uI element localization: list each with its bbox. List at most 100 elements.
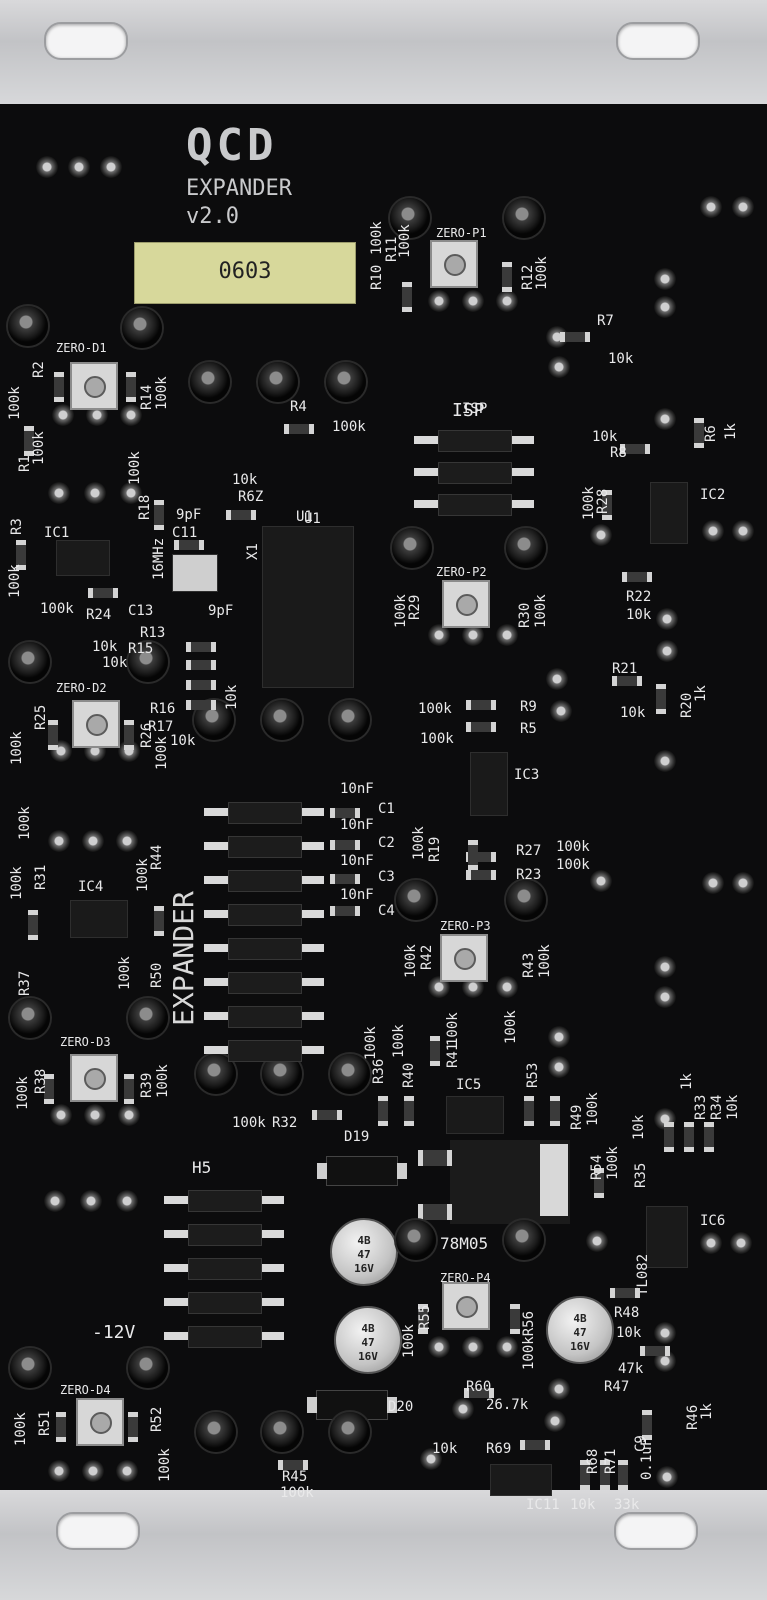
jack-socket[interactable] (128, 642, 168, 682)
silk-label: 100k (15, 1076, 31, 1110)
smd-resistor (48, 720, 58, 750)
jack-socket[interactable] (128, 998, 168, 1038)
isp-header-row[interactable] (414, 430, 534, 452)
power-header-row[interactable] (164, 1258, 284, 1280)
expander-header-row[interactable] (204, 972, 324, 994)
silk-label: D19 (344, 1129, 370, 1145)
solder-pad (82, 1460, 104, 1482)
regulator-tab (540, 1144, 568, 1216)
power-header-row[interactable] (164, 1190, 284, 1212)
silk-label: 10nF (340, 853, 374, 869)
silk-label: 10k (592, 429, 618, 445)
jack-socket[interactable] (10, 642, 50, 682)
solder-pad (116, 1460, 138, 1482)
silk-label: 100k (585, 1092, 601, 1126)
isp-header-row[interactable] (414, 462, 534, 484)
jack-socket[interactable] (506, 880, 546, 920)
silk-label: R32 (272, 1115, 298, 1131)
capacitor-c6: 4B 47 16V (334, 1306, 402, 1374)
jack-socket[interactable] (262, 700, 302, 740)
jack-socket[interactable] (8, 306, 48, 346)
jack-socket[interactable] (330, 700, 370, 740)
trimmer-pot[interactable] (70, 1054, 118, 1102)
header-part (300, 944, 324, 952)
silk-label: IC2 (700, 487, 726, 503)
expander-header-row[interactable] (204, 870, 324, 892)
header-part (300, 1046, 324, 1054)
silk-label: 100k (503, 1010, 519, 1044)
header-part (510, 500, 534, 508)
solder-pad (586, 1230, 608, 1252)
power-header-row[interactable] (164, 1224, 284, 1246)
smd-resistor (404, 1096, 414, 1126)
expander-header-row[interactable] (204, 1006, 324, 1028)
silk-label: ISP (462, 401, 488, 417)
jack-socket[interactable] (506, 528, 546, 568)
jack-socket[interactable] (196, 1412, 236, 1452)
top-mounting-rail (0, 0, 767, 104)
jack-socket[interactable] (330, 1054, 370, 1094)
smd-resistor (226, 510, 256, 520)
silk-label: R51 (37, 1410, 53, 1436)
silk-label: 10k (725, 1094, 741, 1120)
header-part (204, 842, 228, 850)
smd-resistor (28, 910, 38, 940)
power-header-row[interactable] (164, 1326, 284, 1348)
trimmer-pot[interactable] (72, 700, 120, 748)
smd-resistor (594, 1168, 604, 1198)
trimmer-pot[interactable] (76, 1398, 124, 1446)
header-part (414, 468, 438, 476)
silk-label: 100k (127, 451, 143, 485)
solder-pad (50, 1104, 72, 1126)
jack-socket[interactable] (258, 362, 298, 402)
jack-socket[interactable] (128, 1348, 168, 1388)
solder-pad (118, 740, 140, 762)
ic5-chip (446, 1096, 504, 1134)
jack-socket[interactable] (326, 362, 366, 402)
silk-label: 100k (9, 866, 25, 900)
trimmer-pot[interactable] (440, 934, 488, 982)
silk-label: 100k (391, 1024, 407, 1058)
silk-label: 100k (155, 1064, 171, 1098)
jack-socket[interactable] (504, 1220, 544, 1260)
jack-socket[interactable] (262, 1412, 302, 1452)
silk-label: R28 (595, 488, 611, 514)
jack-socket[interactable] (396, 1220, 436, 1260)
silk-label: 10k (631, 1114, 647, 1140)
jack-socket[interactable] (190, 362, 230, 402)
jack-socket[interactable] (392, 528, 432, 568)
jack-socket[interactable] (122, 308, 162, 348)
silk-label: 100k (397, 224, 413, 258)
smd-resistor (56, 1412, 66, 1442)
header-part (438, 462, 512, 484)
trimmer-pot[interactable] (442, 1282, 490, 1330)
trimmer-pot[interactable] (430, 240, 478, 288)
solder-pad (590, 870, 612, 892)
trimmer-pot[interactable] (70, 362, 118, 410)
isp-header-row[interactable] (414, 494, 534, 516)
smd-resistor (684, 1122, 694, 1152)
header-part (438, 494, 512, 516)
expander-header-row[interactable] (204, 836, 324, 858)
jack-socket[interactable] (10, 998, 50, 1038)
silk-label: 10k (616, 1325, 642, 1341)
trimmer-pot[interactable] (442, 580, 490, 628)
jack-socket[interactable] (10, 1348, 50, 1388)
silk-label: ZERO-P2 (436, 565, 487, 579)
jack-socket[interactable] (390, 198, 430, 238)
solder-pad (590, 524, 612, 546)
power-header-row[interactable] (164, 1292, 284, 1314)
expander-header-row[interactable] (204, 938, 324, 960)
solder-pad (700, 1232, 722, 1254)
silk-label: R47 (604, 1379, 630, 1395)
expander-header-row[interactable] (204, 904, 324, 926)
expander-header-row[interactable] (204, 802, 324, 824)
solder-pad (544, 1410, 566, 1432)
solder-pad (654, 296, 676, 318)
jack-socket[interactable] (330, 1412, 370, 1452)
expander-header-row[interactable] (204, 1040, 324, 1062)
solder-pad (548, 1026, 570, 1048)
jack-socket[interactable] (396, 880, 436, 920)
jack-socket[interactable] (504, 198, 544, 238)
silk-label: R43 (521, 952, 537, 978)
